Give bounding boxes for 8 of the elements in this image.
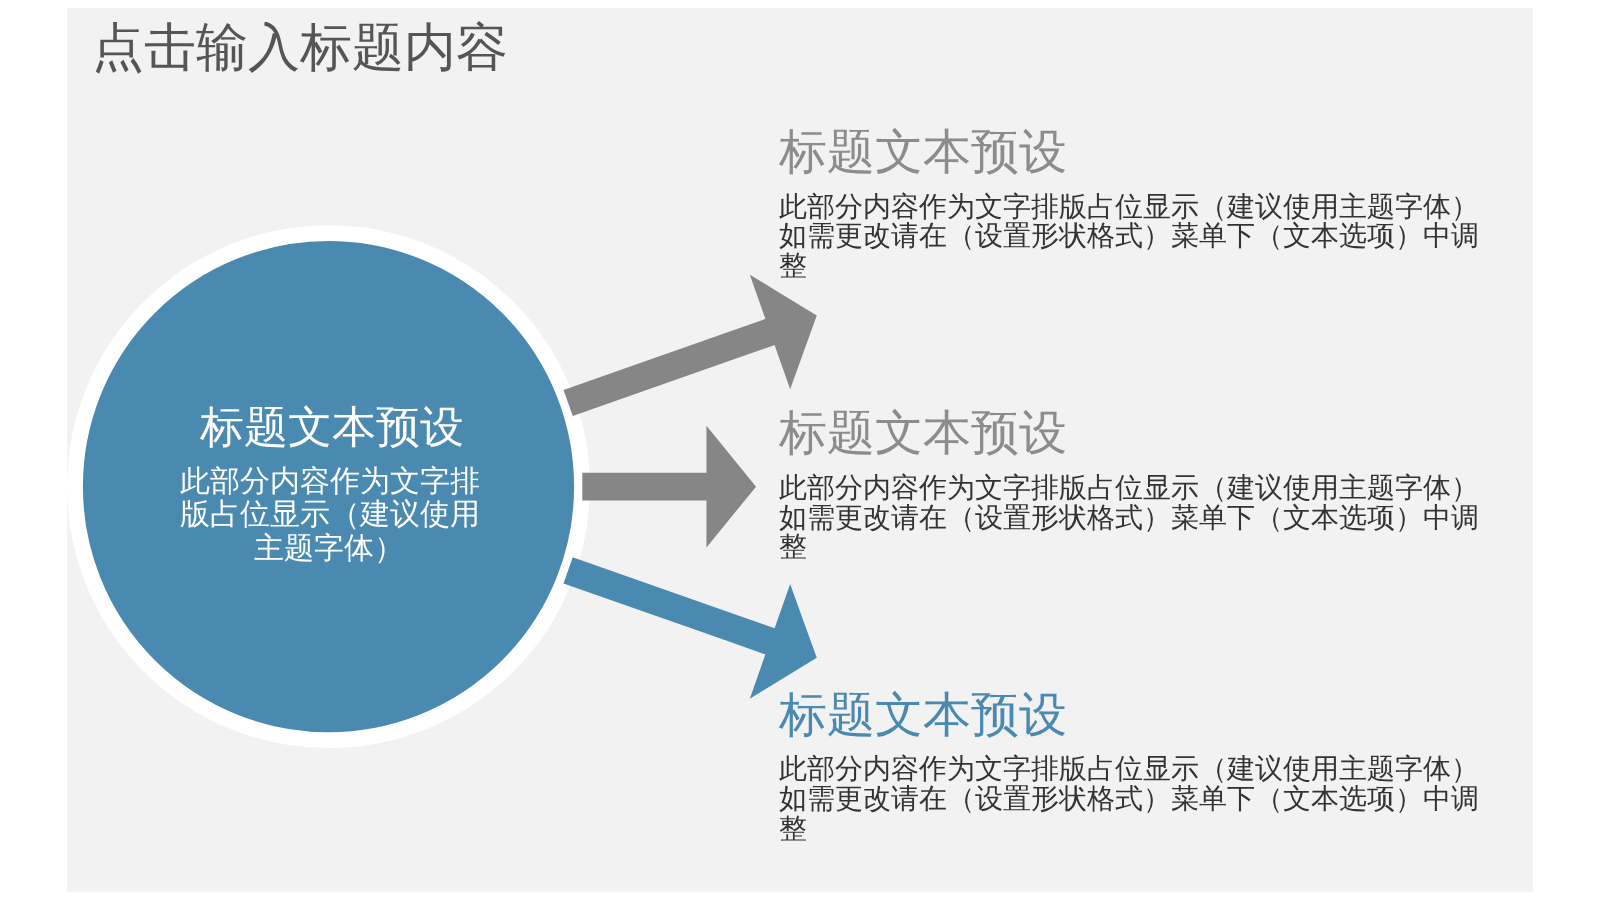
node-text: 标题文本预设 此部分内容作为文字排版占位显示（建议使用主题字体）如需更改请在（设置形状格式）菜单下（文本选项）中调整 bbox=[779, 405, 1480, 564]
node-circle: 标题文本预设 此部分内容作为文字排版占位显示（建议使用主题字体） bbox=[67, 225, 590, 749]
arrow bbox=[582, 425, 757, 548]
diagram-title: 点击输入标题内容 bbox=[91, 17, 508, 78]
node-text: 标题文本预设 此部分内容作为文字排版占位显示（建议使用主题字体）如需更改请在（设置形状格式）菜单下（文本选项）中调整 bbox=[779, 124, 1480, 283]
arrow bbox=[563, 557, 817, 699]
node-text: 标题文本预设 此部分内容作为文字排版占位显示（建议使用主题字体）如需更改请在（设置形状格式）菜单下（文本选项）中调整 bbox=[779, 686, 1480, 845]
arrow bbox=[563, 274, 817, 417]
